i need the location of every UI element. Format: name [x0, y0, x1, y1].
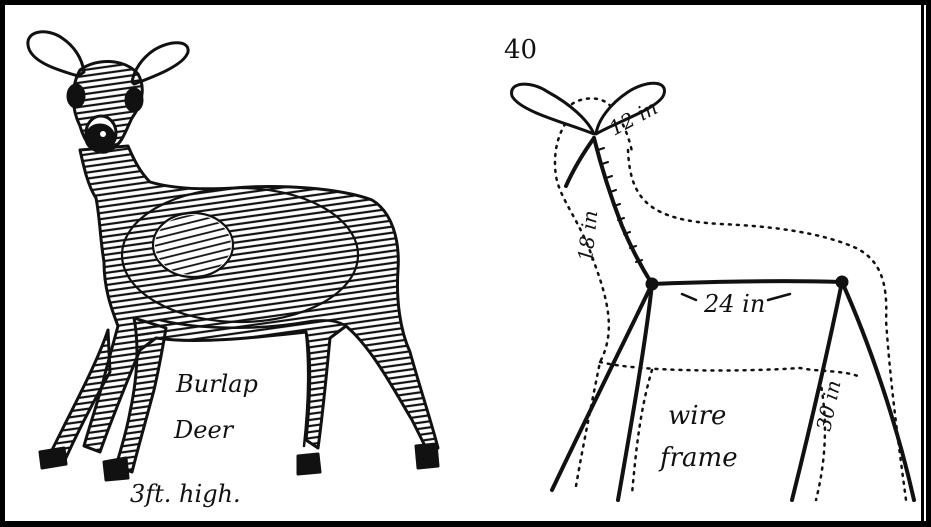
wire-neck — [594, 138, 652, 284]
caption-height: 3ft. high. — [130, 480, 241, 508]
burlap-deer-drawing — [28, 32, 438, 480]
figure-number: 40 — [504, 35, 537, 65]
wire-joint-front — [646, 278, 658, 290]
label-neck-length: 18 in — [573, 209, 602, 262]
deer-hoof-2 — [104, 458, 128, 480]
deer-left-ear — [28, 32, 84, 76]
wire-left-ear — [512, 84, 594, 134]
deer-left-eye — [68, 85, 84, 107]
wire-joint-rear — [836, 276, 848, 288]
wire-hind-leg-near — [842, 282, 914, 500]
caption-deer: Deer — [173, 416, 235, 444]
deer-hoof-3 — [298, 454, 320, 474]
caption-frame: frame — [658, 443, 738, 473]
wire-body — [652, 281, 842, 284]
caption-burlap: Burlap — [175, 370, 258, 398]
caption-wire: wire — [668, 401, 726, 431]
label-leg-length: 30 in — [811, 378, 845, 433]
deer-right-eye — [126, 89, 142, 111]
label-body-length: 24 in — [703, 290, 765, 318]
deer-hoof-1 — [40, 448, 66, 468]
deer-hoof-4 — [416, 444, 438, 468]
wire-head — [566, 138, 594, 186]
